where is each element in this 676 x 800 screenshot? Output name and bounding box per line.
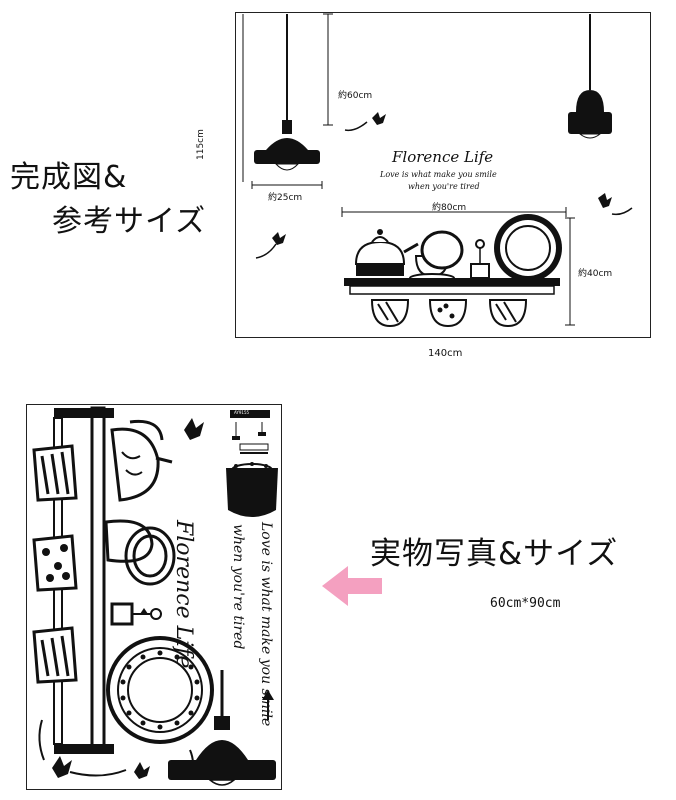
dim-shelf-height-label: 約40cm bbox=[578, 269, 613, 279]
sheet-code: AY9155 bbox=[234, 410, 250, 415]
complete-title-line2: 参考サイズ bbox=[52, 204, 207, 239]
pendant-lamp-right bbox=[568, 14, 612, 139]
preview-thumbnail bbox=[230, 410, 270, 454]
actual-size: 60cm*90cm bbox=[490, 596, 561, 611]
dim-width-label: 140cm bbox=[428, 348, 463, 359]
reference-heading: Florence Life bbox=[392, 148, 494, 166]
sheet-tagline-2: when you're tired bbox=[230, 524, 246, 650]
reference-tagline-2: when you're tired bbox=[408, 182, 480, 191]
sheet-teapot bbox=[110, 419, 173, 502]
sheet-flower-pot bbox=[110, 602, 162, 626]
sheet-cup-saucer bbox=[104, 519, 176, 586]
pointer-arrow bbox=[322, 566, 382, 606]
dim-lamp-label: 約25cm bbox=[268, 193, 303, 203]
butterfly-icons bbox=[255, 112, 633, 259]
dim-cord-label: 約60cm bbox=[338, 91, 373, 101]
complete-title-line1: 完成図& bbox=[10, 160, 128, 195]
sheet-lamp-bottom bbox=[168, 670, 276, 786]
pendant-lamp-left bbox=[254, 14, 320, 171]
plate-dots bbox=[120, 650, 200, 730]
shelf-set bbox=[344, 214, 562, 328]
sheet-butterfly-icons bbox=[52, 418, 204, 779]
reference-tagline-1: Love is what make you smile bbox=[380, 170, 497, 179]
sheet-plate bbox=[106, 636, 214, 744]
sheet-tagline-1: Love is what make you smile bbox=[258, 522, 274, 727]
sheet-heading: Florence Life bbox=[171, 520, 196, 669]
actual-title: 実物写真&サイズ bbox=[370, 536, 619, 572]
dim-shelf-width-label: 約80cm bbox=[432, 203, 467, 213]
sheet-lamp-top bbox=[226, 462, 278, 517]
